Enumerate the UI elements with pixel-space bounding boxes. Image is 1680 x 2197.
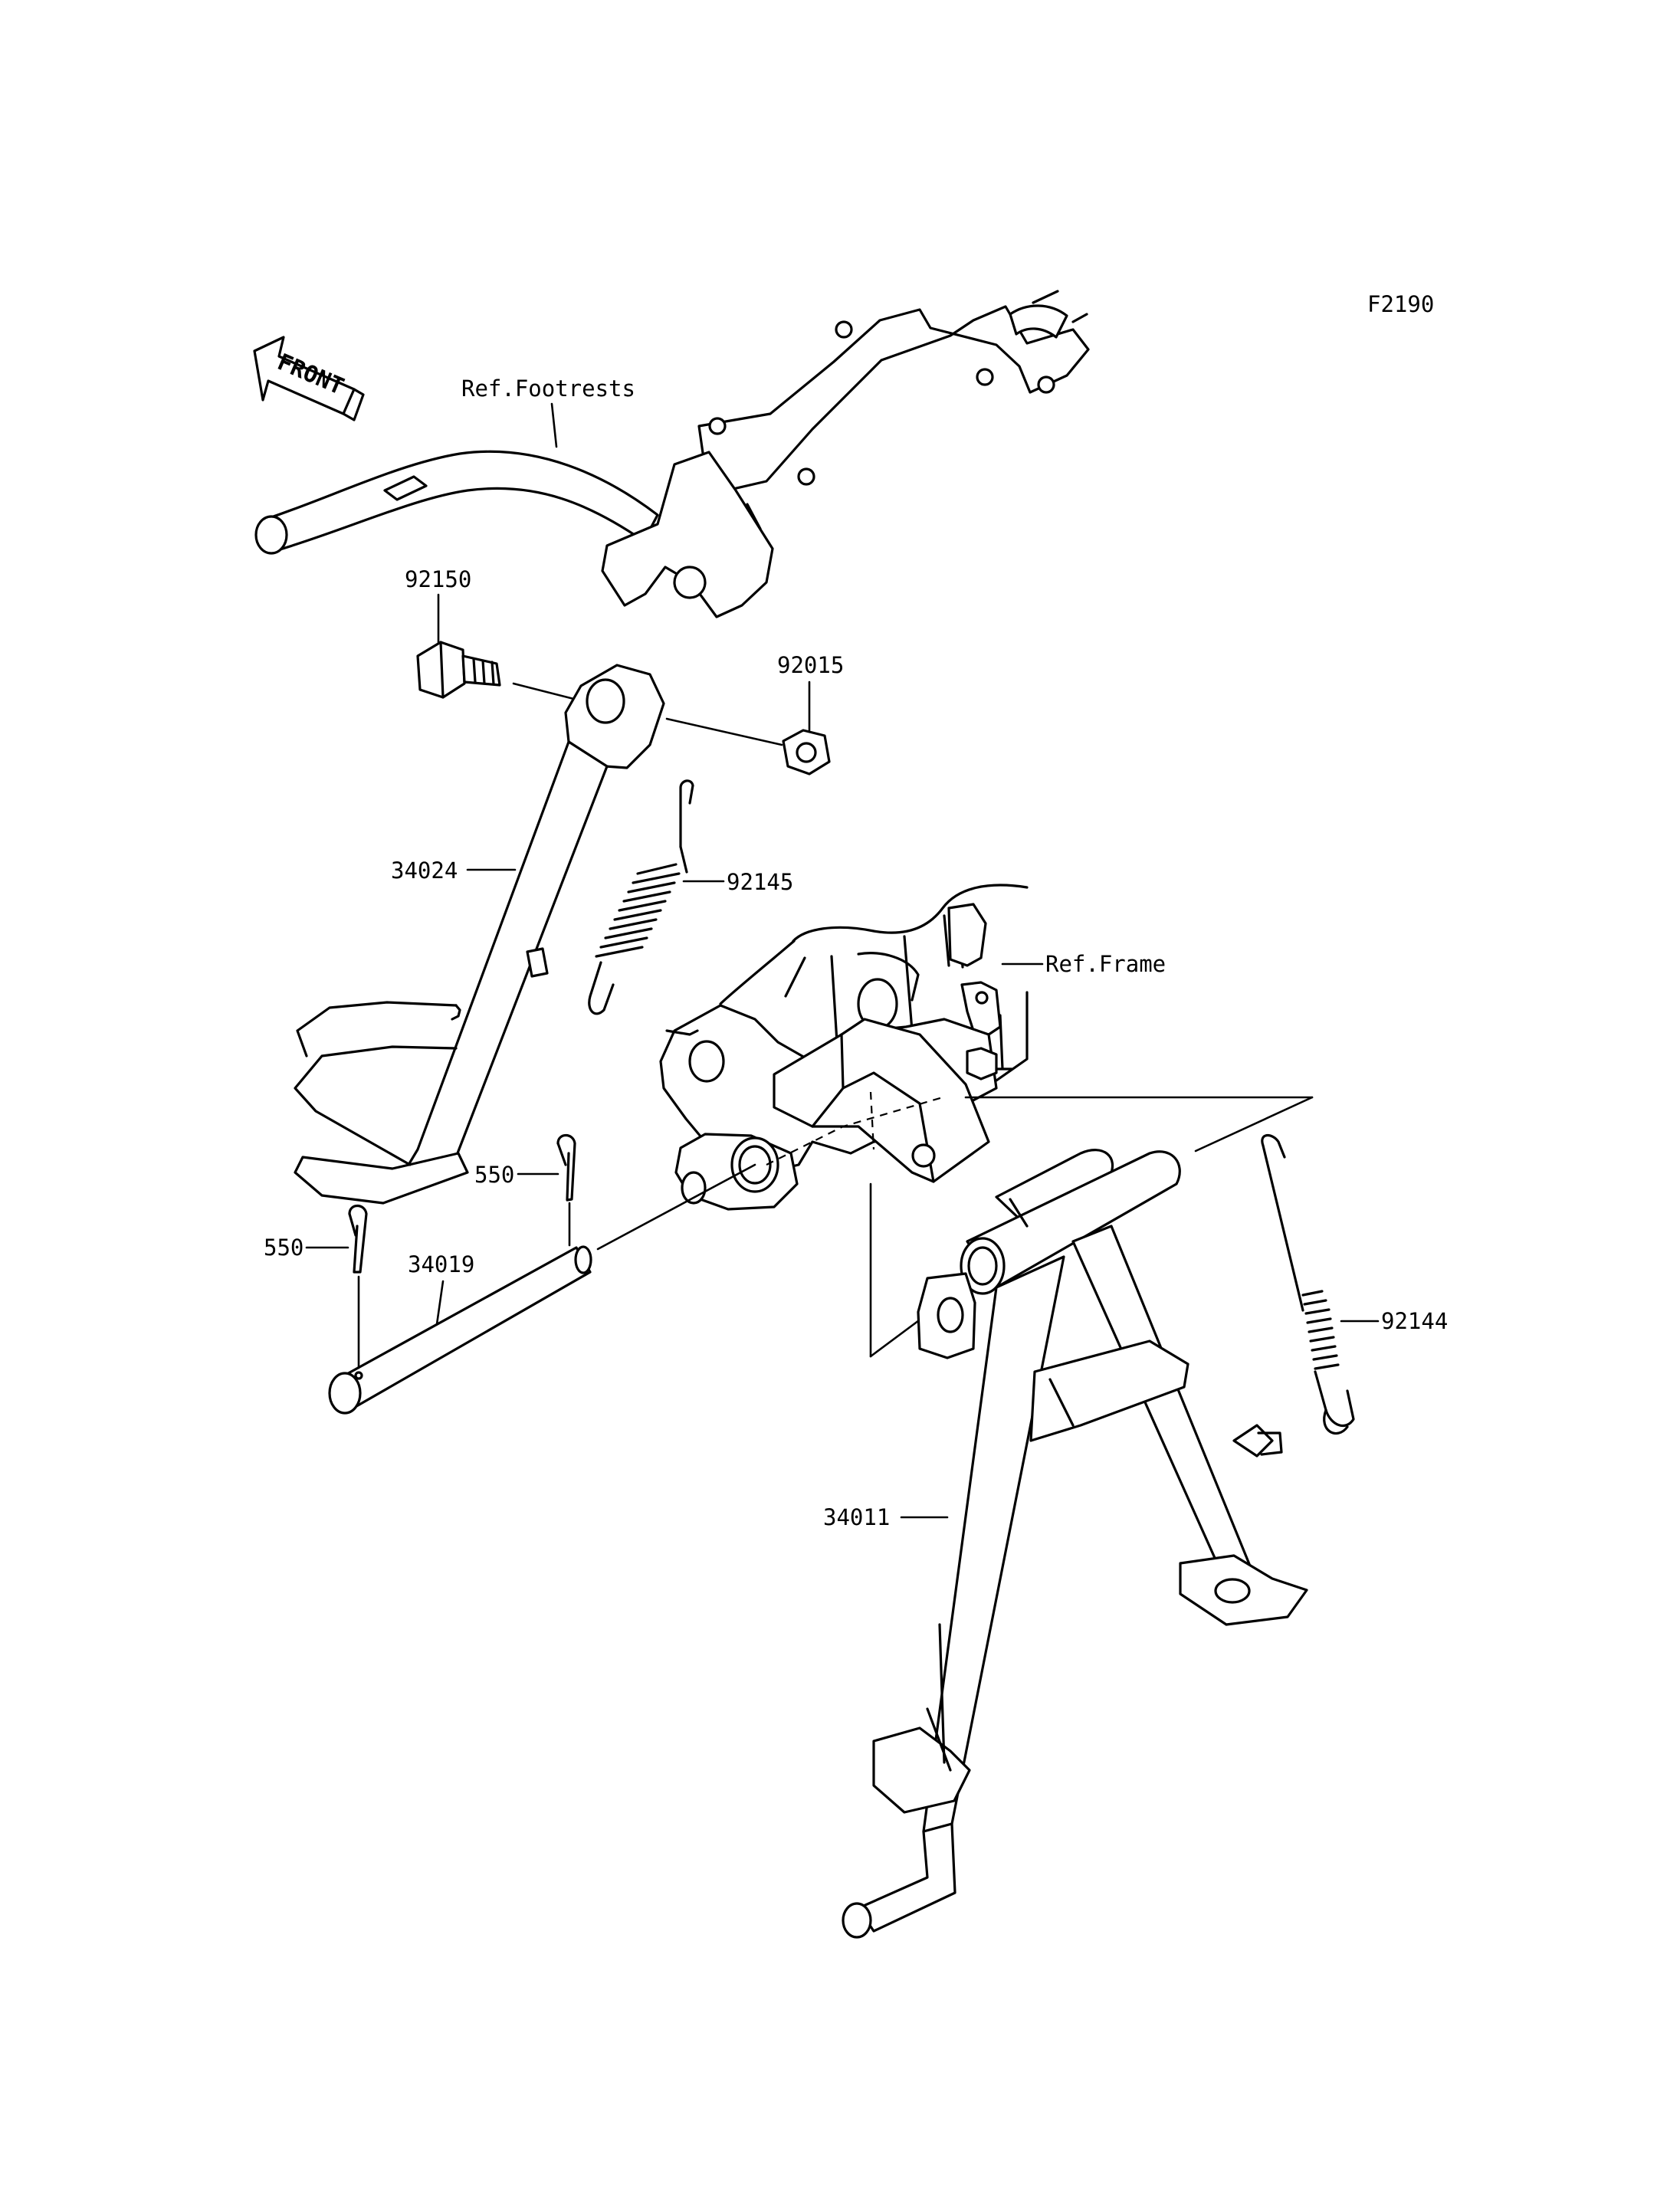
main-stand-spring [1261, 1134, 1355, 1435]
main-stand [842, 1149, 1308, 1939]
frame [659, 884, 1029, 1211]
figure-id: F2190 [1367, 291, 1434, 317]
cotter-pin-lower-label: 550 [264, 1235, 304, 1261]
bolt-label: 92150 [405, 566, 471, 592]
cotter-pin-upper [556, 1133, 576, 1202]
cotter-pin-lower [348, 1204, 368, 1274]
side-stand-spring [588, 779, 694, 1015]
side-stand-spring-label: 92145 [727, 869, 793, 895]
pivot-shaft [328, 1245, 592, 1415]
bolt [416, 641, 501, 699]
nut [782, 729, 831, 776]
footrest-assembly [254, 290, 1090, 618]
main-stand-spring-label: 92144 [1381, 1308, 1448, 1334]
pivot-shaft-label: 34019 [408, 1251, 474, 1277]
side-stand-label: 34024 [391, 857, 458, 884]
ref-frame-label: Ref.Frame [1045, 951, 1166, 977]
nut-label: 92015 [777, 652, 844, 678]
front-arrow-icon: FRONT [253, 336, 365, 421]
cotter-pin-upper-label: 550 [474, 1162, 514, 1188]
main-stand-label: 34011 [823, 1504, 890, 1530]
ref-footrests-label: Ref.Footrests [461, 375, 635, 402]
side-stand [294, 664, 665, 1205]
